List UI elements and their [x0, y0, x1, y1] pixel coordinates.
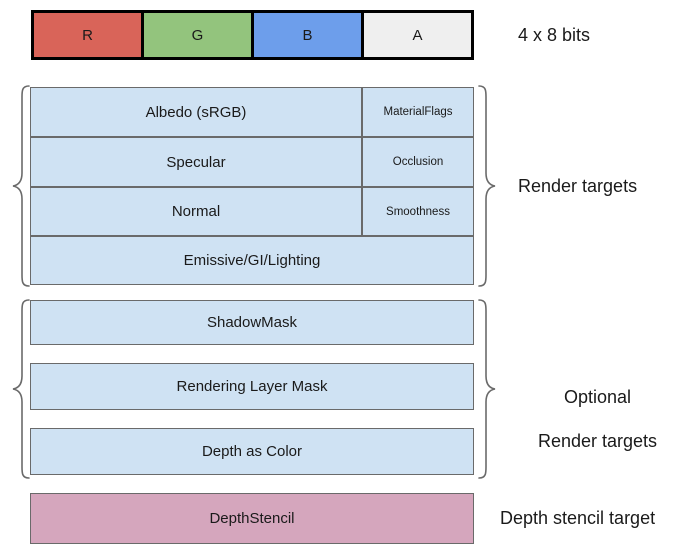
depth-stencil-label: DepthStencil — [209, 510, 295, 527]
render-target-alpha-label: Smoothness — [386, 205, 450, 218]
render-targets-left-brace — [10, 85, 32, 287]
render-targets-right-brace — [476, 85, 498, 287]
render-target-alpha-label: Occlusion — [392, 156, 444, 168]
bit-bar-caption: 4 x 8 bits — [518, 25, 591, 45]
optional-render-target-depth-as-color: Depth as Color — [30, 428, 474, 475]
render-target-main-albedo: Albedo (sRGB) — [30, 87, 362, 137]
optional-render-targets-left-brace — [10, 299, 32, 479]
optional-render-target-label: Rendering Layer Mask — [176, 378, 328, 395]
render-target-main-specular: Specular — [30, 137, 362, 187]
optional-render-target-shadowmask: ShadowMask — [30, 300, 474, 345]
depth-stencil-caption: Depth stencil target — [500, 508, 656, 528]
channel-cell-g: G — [144, 13, 254, 57]
channel-label-g: G — [191, 26, 204, 44]
render-target-label: Albedo (sRGB) — [145, 103, 247, 121]
channel-cell-r: R — [34, 13, 144, 57]
channel-label-r: R — [82, 26, 93, 44]
render-target-alpha-label: MaterialFlags — [383, 106, 453, 118]
optional-render-target-rendering-layer-mask: Rendering Layer Mask — [30, 363, 474, 410]
channel-cell-a: A — [364, 13, 471, 57]
channel-label-a: A — [412, 26, 423, 44]
optional-caption-line1: Optional — [563, 387, 632, 407]
rgba-channel-bar: R G B A — [31, 10, 474, 60]
optional-caption-line2: Render targets — [537, 431, 658, 451]
render-target-alpha-occlusion: Occlusion — [362, 137, 474, 187]
render-target-alpha-smoothness: Smoothness — [362, 187, 474, 236]
optional-render-target-label: Depth as Color — [201, 443, 303, 460]
render-target-alpha-materialflags: MaterialFlags — [362, 87, 474, 137]
channel-label-b: B — [302, 26, 313, 44]
render-target-label: Normal — [171, 203, 221, 220]
optional-render-targets-right-brace — [476, 299, 498, 479]
render-target-main-emissive: Emissive/GI/Lighting — [30, 236, 474, 285]
channel-cell-b: B — [254, 13, 364, 57]
render-target-main-normal: Normal — [30, 187, 362, 236]
optional-render-target-label: ShadowMask — [206, 314, 298, 331]
render-targets-caption: Render targets — [518, 176, 638, 196]
depth-stencil-box: DepthStencil — [30, 493, 474, 544]
render-target-label: Emissive/GI/Lighting — [183, 252, 321, 269]
render-target-label: Specular — [166, 153, 226, 171]
optional-render-targets-caption: Optional Render targets — [510, 364, 685, 474]
